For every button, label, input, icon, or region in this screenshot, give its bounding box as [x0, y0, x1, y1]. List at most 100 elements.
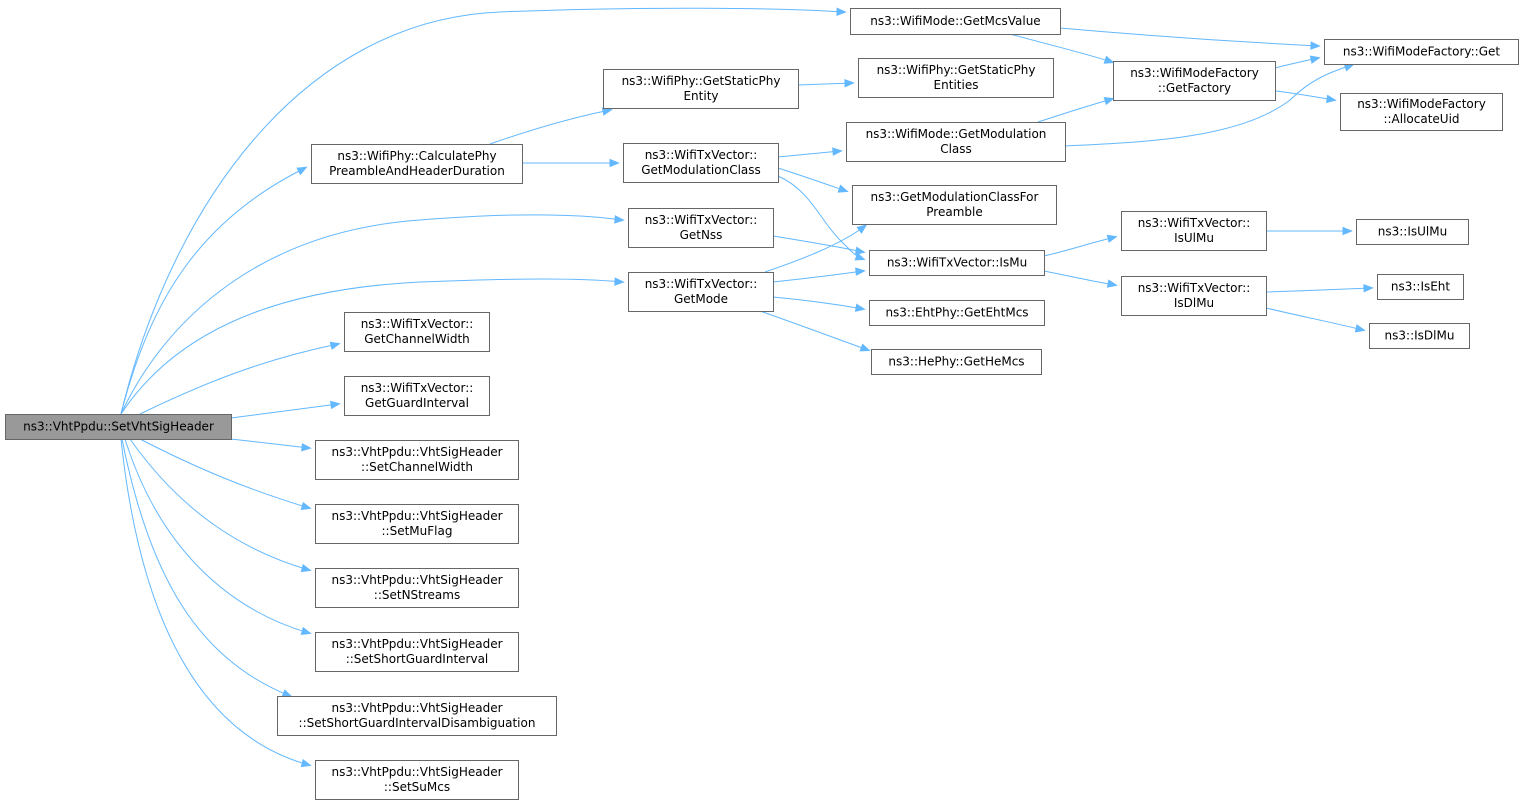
edge-line — [777, 167, 847, 192]
edge-line — [797, 82, 853, 86]
edge-line — [120, 214, 623, 415]
node-label: IsUlMu — [1174, 231, 1214, 245]
arrowhead — [854, 246, 866, 255]
edge-line — [489, 109, 611, 145]
arrowhead — [300, 563, 312, 573]
arrowhead — [300, 758, 312, 768]
edge-line — [1043, 270, 1116, 286]
arrowhead — [854, 252, 866, 261]
arrowhead — [1363, 284, 1374, 293]
node-isMu[interactable]: ns3::WifiTxVector::IsMu — [869, 250, 1045, 276]
node-factGet[interactable]: ns3::WifiModeFactory::Get — [1324, 39, 1519, 65]
node-getHeMcs[interactable]: ns3::HePhy::GetHeMcs — [871, 349, 1042, 375]
node-label: ns3::WifiMode::GetModulation — [866, 127, 1047, 141]
node-box — [344, 312, 490, 352]
node-setSuMcs[interactable]: ns3::VhtPpdu::VhtSigHeader::SetSuMcs — [315, 760, 519, 800]
edge-root-to-setSGIDis — [121, 438, 293, 698]
edge-root-to-calcPhy — [120, 166, 308, 415]
arrowhead — [1103, 96, 1115, 106]
node-label: ns3::WifiTxVector:: — [1138, 216, 1251, 230]
node-setNStreams[interactable]: ns3::VhtPpdu::VhtSigHeader::SetNStreams — [315, 568, 519, 608]
arrowhead — [301, 442, 312, 452]
node-label: GetModulationClass — [641, 163, 761, 177]
edge-root-to-setMuFlag — [139, 438, 312, 511]
node-setChanWidth[interactable]: ns3::VhtPpdu::VhtSigHeader::SetChannelWi… — [315, 440, 519, 480]
edge-line — [1265, 307, 1364, 331]
node-getMcsValue[interactable]: ns3::WifiMode::GetMcsValue — [850, 8, 1061, 35]
edge-calcPhy-to-getStaticPhyEntity — [489, 107, 613, 145]
node-box — [1369, 323, 1470, 349]
edge-line — [230, 403, 339, 419]
node-modeGetModClass[interactable]: ns3::WifiMode::GetModulationClass — [846, 122, 1066, 162]
node-box — [315, 440, 519, 480]
node-box — [1121, 276, 1267, 316]
node-box — [277, 696, 557, 736]
edge-root-to-getMode — [120, 277, 625, 415]
node-setMuFlag[interactable]: ns3::VhtPpdu::VhtSigHeader::SetMuFlag — [315, 504, 519, 544]
edge-line — [120, 167, 306, 415]
arrowhead — [300, 626, 312, 636]
node-label: ns3::WifiTxVector:: — [645, 213, 758, 227]
node-getEhtMcs[interactable]: ns3::EhtPhy::GetEhtMcs — [869, 300, 1045, 326]
node-isUlMuVec[interactable]: ns3::WifiTxVector::IsUlMu — [1121, 211, 1267, 251]
node-label: ns3::WifiTxVector:: — [645, 277, 758, 291]
node-box — [5, 414, 232, 440]
node-isDlMuVec[interactable]: ns3::WifiTxVector::IsDlMu — [1121, 276, 1267, 316]
node-label: ns3::HePhy::GetHeMcs — [888, 355, 1024, 369]
node-box — [852, 185, 1057, 225]
node-box — [871, 349, 1042, 375]
node-getGuardInt[interactable]: ns3::WifiTxVector::GetGuardInterval — [344, 376, 490, 416]
arrowhead — [859, 343, 871, 352]
node-label: GetGuardInterval — [365, 396, 469, 410]
arrowhead — [844, 79, 855, 88]
node-isUlMu[interactable]: ns3::IsUlMu — [1356, 219, 1469, 245]
edge-line — [124, 438, 310, 634]
arrowhead — [601, 107, 613, 116]
edge-line — [772, 270, 864, 283]
node-getChanWidth[interactable]: ns3::WifiTxVector::GetChannelWidth — [344, 312, 490, 352]
node-label: ns3::VhtPpdu::VhtSigHeader — [331, 445, 502, 459]
edge-root-to-setSuMcs — [120, 438, 312, 768]
node-getMode[interactable]: ns3::WifiTxVector::GetMode — [628, 272, 774, 312]
node-isDlMu[interactable]: ns3::IsDlMu — [1369, 323, 1470, 349]
edge-line — [129, 438, 310, 571]
node-label: ::SetChannelWidth — [361, 460, 473, 474]
edge-isDlMuVec-to-isDlMu — [1265, 307, 1366, 333]
node-calcPhy[interactable]: ns3::WifiPhy::CalculatePhyPreambleAndHea… — [311, 144, 523, 184]
edge-line — [230, 438, 310, 449]
node-label: ns3::WifiTxVector:: — [645, 148, 758, 162]
edge-getMode-to-getModClassForPreamble — [764, 224, 868, 273]
edges-layer — [120, 7, 1374, 768]
node-getNss[interactable]: ns3::WifiTxVector::GetNss — [628, 208, 774, 248]
arrowhead — [837, 184, 849, 193]
node-txGetModClass[interactable]: ns3::WifiTxVector::GetModulationClass — [623, 143, 779, 183]
edge-root-to-getMcsValue — [120, 7, 847, 415]
node-root[interactable]: ns3::VhtPpdu::SetVhtSigHeader — [5, 414, 232, 440]
node-box — [628, 272, 774, 312]
node-box — [1113, 61, 1276, 101]
node-box — [603, 69, 799, 109]
node-box — [315, 760, 519, 800]
edge-isDlMuVec-to-isEht — [1265, 284, 1374, 293]
edge-line — [1059, 27, 1319, 47]
edge-line — [1009, 33, 1113, 63]
node-box — [869, 300, 1045, 326]
node-setSGIDis[interactable]: ns3::VhtPpdu::VhtSigHeader::SetShortGuar… — [277, 696, 557, 736]
arrowhead — [300, 501, 312, 511]
node-box — [1356, 219, 1469, 245]
node-isEht[interactable]: ns3::IsEht — [1377, 274, 1464, 300]
node-setSGI[interactable]: ns3::VhtPpdu::VhtSigHeader::SetShortGuar… — [315, 632, 519, 672]
node-label: ns3::VhtPpdu::VhtSigHeader — [331, 637, 502, 651]
arrowhead — [855, 267, 866, 276]
edge-isMu-to-isDlMuVec — [1043, 270, 1118, 288]
node-label: ns3::VhtPpdu::VhtSigHeader — [331, 573, 502, 587]
node-box — [315, 568, 519, 608]
node-factAllocUid[interactable]: ns3::WifiModeFactory::AllocateUid — [1340, 93, 1503, 131]
node-factGetFactory[interactable]: ns3::WifiModeFactory::GetFactory — [1113, 61, 1276, 101]
node-box — [858, 58, 1054, 98]
node-label: Preamble — [926, 205, 982, 219]
node-box — [344, 376, 490, 416]
